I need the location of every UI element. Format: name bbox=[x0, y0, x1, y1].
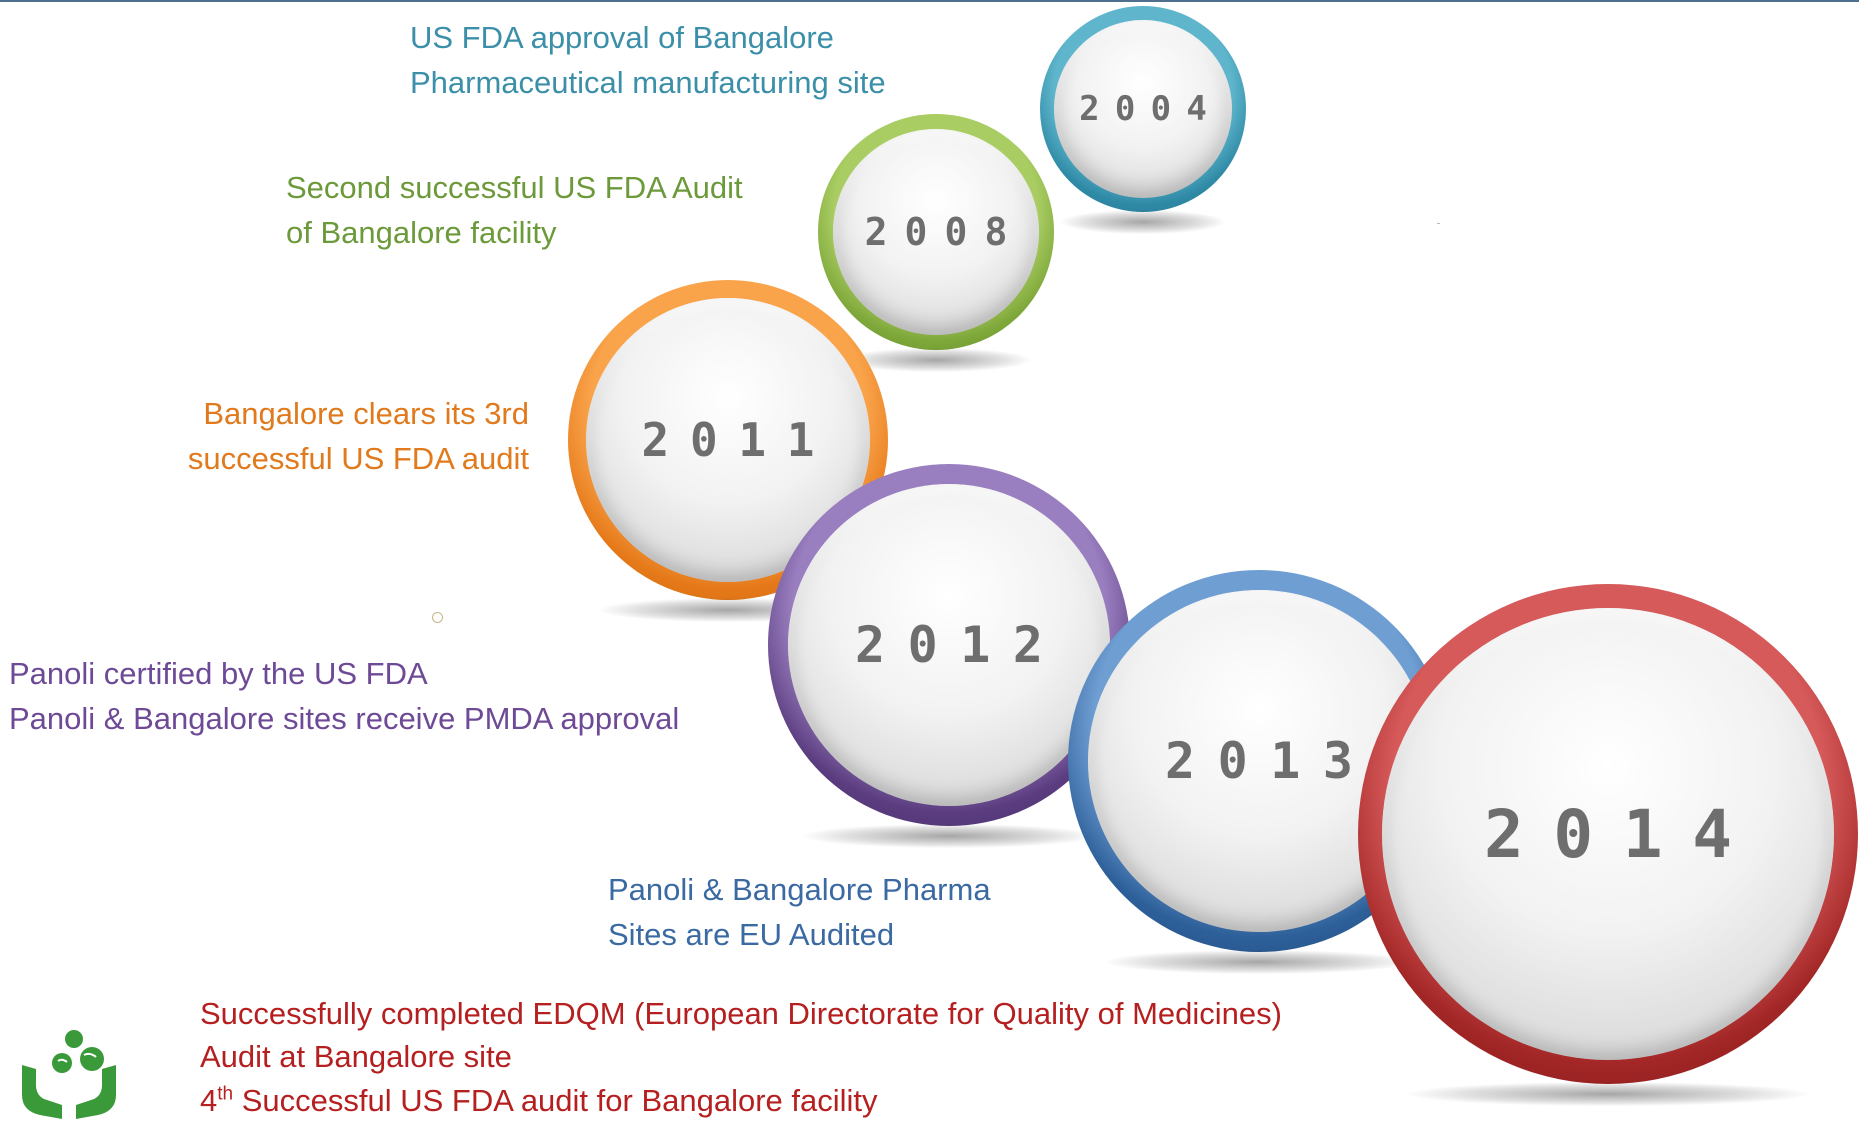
text-line: Panoli certified by the US FDA bbox=[9, 656, 428, 691]
milestone-2011-text: Bangalore clears its 3rd successful US F… bbox=[188, 392, 529, 482]
circle-2014: 2014 bbox=[1358, 584, 1858, 1106]
milestone-2012-text: Panoli certified by the US FDA Panoli & … bbox=[9, 652, 679, 742]
text-line: Panoli & Bangalore sites receive PMDA ap… bbox=[9, 700, 680, 736]
milestone-2013-text: Panoli & Bangalore Pharma Sites are EU A… bbox=[608, 868, 991, 958]
year-2013: 2013 bbox=[1165, 732, 1376, 790]
circle-face bbox=[1054, 20, 1232, 198]
year-2012: 2012 bbox=[855, 616, 1066, 674]
decorative-dot bbox=[432, 612, 443, 623]
year-2008: 2008 bbox=[864, 210, 1025, 254]
year-2011: 2011 bbox=[641, 413, 836, 467]
top-rule bbox=[0, 0, 1859, 2]
milestone-2008-text: Second successful US FDA Audit of Bangal… bbox=[286, 166, 743, 256]
circle-shadow bbox=[1408, 1082, 1808, 1106]
circle-shadow bbox=[1060, 210, 1226, 234]
circle-2013: 2013 bbox=[1068, 570, 1450, 974]
text-line: Second successful US FDA Audit bbox=[286, 170, 743, 205]
year-2004: 2004 bbox=[1079, 89, 1223, 129]
decorative-tick bbox=[1437, 223, 1440, 224]
ordinal-superscript: th bbox=[217, 1083, 234, 1105]
text-line: of Bangalore facility bbox=[286, 214, 557, 250]
text-line: Panoli & Bangalore Pharma bbox=[608, 872, 991, 907]
milestone-2014-text: Successfully completed EDQM (European Di… bbox=[200, 992, 1282, 1122]
text-line: Audit at Bangalore site bbox=[200, 1039, 512, 1075]
text-line: successful US FDA audit bbox=[187, 440, 529, 476]
text-line: Pharmaceutical manufacturing site bbox=[410, 64, 886, 100]
text-line: Bangalore clears its 3rd bbox=[203, 396, 529, 431]
circle-face bbox=[1382, 608, 1834, 1060]
milestone-2004-text: US FDA approval of Bangalore Pharmaceuti… bbox=[410, 16, 886, 106]
circle-shadow bbox=[841, 348, 1031, 372]
circle-2012: 2012 bbox=[768, 464, 1130, 848]
extra-text: Successful US FDA audit for Bangalore fa… bbox=[233, 1082, 878, 1118]
circle-face bbox=[788, 484, 1110, 806]
text-line: Successfully completed EDQM (European Di… bbox=[200, 996, 1282, 1031]
text-line: US FDA approval of Bangalore bbox=[410, 20, 834, 55]
circle-shadow bbox=[1106, 950, 1412, 974]
circle-2004: 2004 bbox=[1040, 6, 1246, 234]
text-line: Sites are EU Audited bbox=[608, 916, 895, 952]
ordinal-number: 4 bbox=[200, 1082, 218, 1118]
company-logo-icon bbox=[22, 1030, 116, 1119]
text-line-extra: 4th Successful US FDA audit for Bangalor… bbox=[200, 1079, 1282, 1122]
circle-face bbox=[833, 129, 1039, 335]
year-2014: 2014 bbox=[1483, 795, 1762, 873]
circle-2008: 2008 bbox=[818, 114, 1054, 372]
circle-shadow bbox=[804, 824, 1094, 848]
